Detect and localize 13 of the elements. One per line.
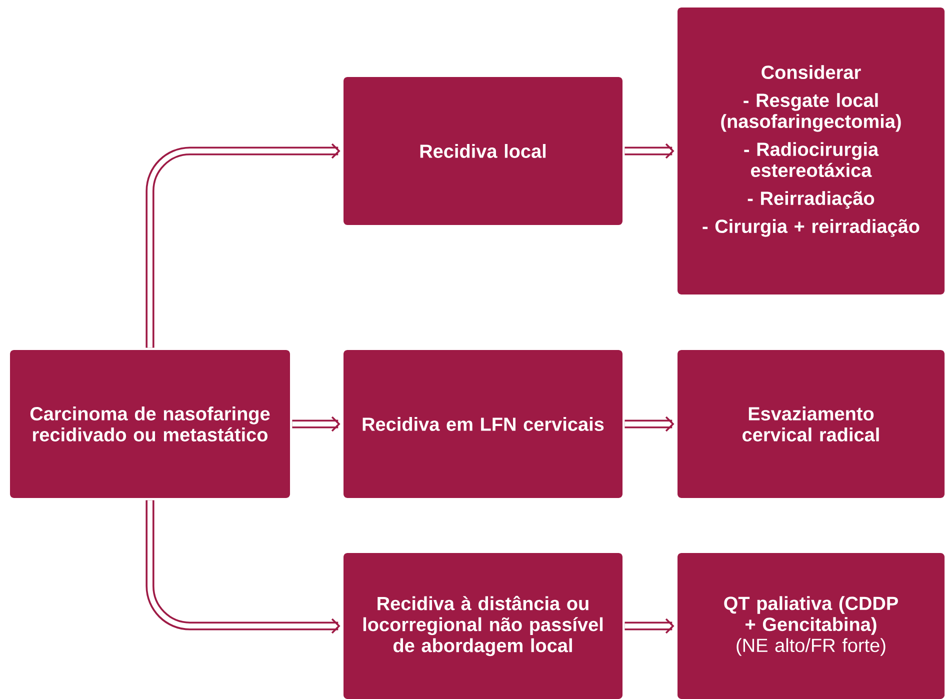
process-box: Considerar - Resgate local (nasofaringectomia) - Radiocirurgia estereotáxica - Reirradiação - Cirurgia + reirradiação [678, 8, 944, 294]
process-box: QT paliativa (CDDP + Gencitabina) (NE alto/FR forte) [678, 553, 944, 699]
arrow [624, 143, 674, 159]
arrow [146, 143, 340, 348]
process-box: Carcinoma de nasofaringe recidivado ou metastático [10, 350, 290, 498]
process-box: Esvaziamento cervical radical [678, 350, 944, 498]
arrow [624, 618, 674, 634]
process-box: Recidiva em LFN cervicais [344, 350, 622, 498]
process-box: Recidiva à distância ou locorregional não passível de abordagem local [344, 553, 622, 699]
arrow [624, 416, 674, 432]
arrow [292, 416, 340, 432]
arrow [146, 500, 340, 634]
process-box: Recidiva local [344, 77, 622, 225]
